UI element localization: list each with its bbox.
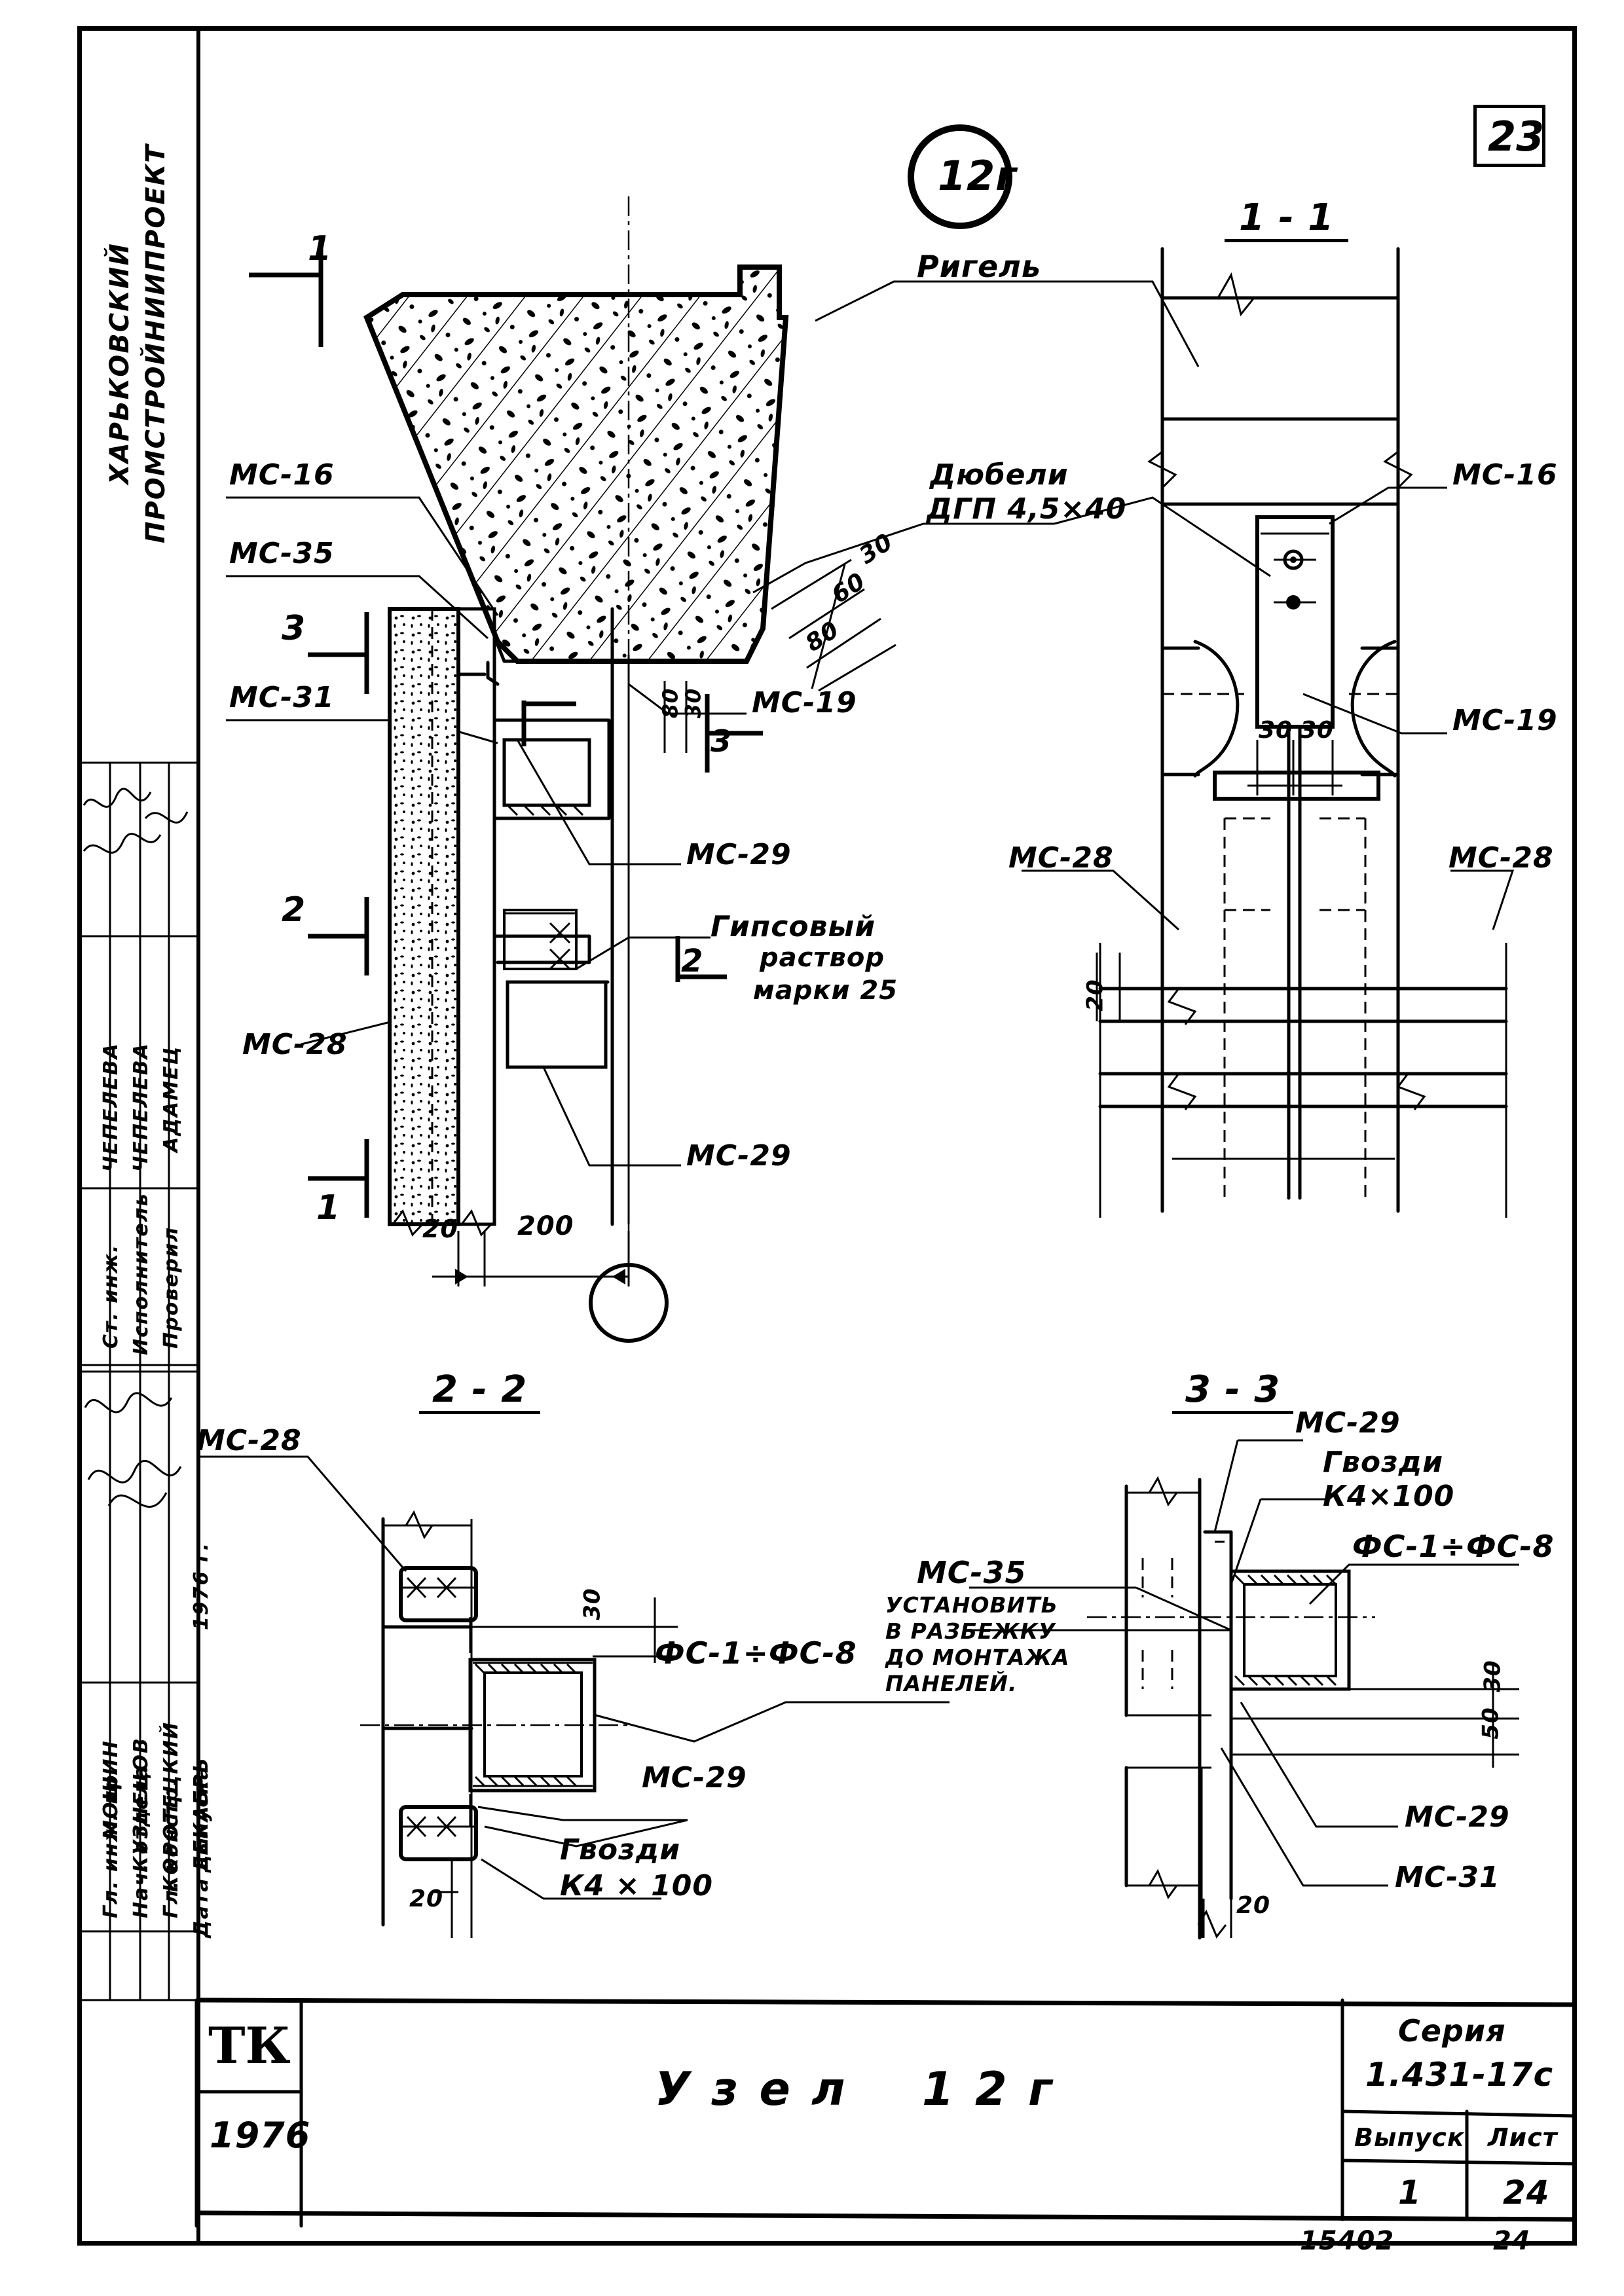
label-gypsum-line3: марки 25 <box>753 975 898 1006</box>
dim-sec33-20: 20 <box>1236 1892 1271 1919</box>
list-label: Лист <box>1488 2123 1558 2152</box>
page-number: 23 <box>1488 113 1545 160</box>
label-gypsum-line2: раствор <box>760 943 885 973</box>
node-tag-circle <box>908 124 1012 229</box>
sheet-frame-left-column-divider <box>196 26 200 2246</box>
label-fs-sec22: ФС-1÷ФС-8 <box>655 1635 857 1671</box>
stamp-code: ТК <box>208 2016 291 2075</box>
series-label: Серия <box>1398 2013 1506 2049</box>
label-ms35-note-line4: ПАНЕЛЕЙ. <box>885 1671 1018 1696</box>
label-ms19-sec11: МС-19 <box>1452 704 1558 737</box>
section-mark-3-right: 3 <box>710 723 733 759</box>
label-ms16-sec11: МС-16 <box>1452 458 1558 492</box>
series-value: 1.431-17с <box>1365 2056 1554 2094</box>
sheet-frame-outer <box>77 26 1577 2246</box>
dim-main-20: 20 <box>422 1214 458 1243</box>
label-ms35-note-line3: ДО МОНТАЖА <box>885 1645 1070 1670</box>
label-dubeli-line2: ДГП 4,5×40 <box>927 492 1127 526</box>
label-gypsum-line1: Гипсовый <box>710 910 876 943</box>
label-ms28-sec22: МС-28 <box>196 1424 302 1457</box>
label-ms29-sec33-top: МС-29 <box>1295 1406 1401 1440</box>
label-gvozdi-sec22-line2: К4 × 100 <box>560 1869 713 1903</box>
section-mark-2-right: 2 <box>681 943 704 979</box>
label-dubeli-line1: Дюбели <box>930 458 1069 492</box>
dim-sec22-20: 20 <box>409 1886 444 1912</box>
section-mark-1-bottom: 1 <box>316 1188 341 1228</box>
label-gvozdi-sec33-line2: К4×100 <box>1323 1480 1455 1513</box>
label-ms35-note-title: МС-35 <box>917 1555 1027 1590</box>
label-rigel: Ригель <box>917 249 1041 284</box>
label-ms19-main: МС-19 <box>752 686 857 720</box>
vypusk-label: Выпуск <box>1354 2123 1465 2152</box>
label-ms31-main: МС-31 <box>229 681 335 714</box>
drawing-title: У з е л 1 2 г <box>655 2062 1055 2116</box>
label-ms31-sec33: МС-31 <box>1395 1861 1500 1894</box>
label-ms28-main: МС-28 <box>242 1028 348 1061</box>
section-2-2-title: 2 - 2 <box>419 1368 541 1414</box>
label-ms29-sec22: МС-29 <box>642 1761 747 1795</box>
label-ms16-main: МС-16 <box>229 458 335 492</box>
section-mark-3-left: 3 <box>282 609 306 648</box>
label-ms29-sec33-bottom: МС-29 <box>1405 1800 1510 1834</box>
label-ms35-note-line1: УСТАНОВИТЬ <box>885 1592 1058 1618</box>
label-ms29-lower: МС-29 <box>686 1139 792 1173</box>
footer-left-code: 15402 <box>1300 2226 1395 2256</box>
dim-sec11-30-left: 30 <box>1259 717 1293 744</box>
label-ms28-sec11-right: МС-28 <box>1449 841 1554 875</box>
label-gvozdi-sec22-line1: Гвозди <box>560 1833 681 1867</box>
label-ms35-main: МС-35 <box>229 537 335 570</box>
list-value: 24 <box>1503 2174 1550 2212</box>
label-ms28-sec11-left: МС-28 <box>1008 841 1114 875</box>
node-tag-label: 12г <box>938 152 1018 200</box>
section-mark-1-top: 1 <box>308 229 333 268</box>
section-mark-2-left: 2 <box>282 890 306 930</box>
footer-right-code: 24 <box>1493 2226 1531 2256</box>
section-3-3-title: 3 - 3 <box>1172 1368 1294 1414</box>
label-gvozdi-sec33-line1: Гвозди <box>1323 1446 1444 1479</box>
stamp-year: 1976 <box>210 2115 311 2156</box>
dim-sec11-30-right: 30 <box>1300 717 1335 744</box>
vypusk-value: 1 <box>1398 2174 1422 2212</box>
label-fs-sec33: ФС-1÷ФС-8 <box>1352 1529 1555 1564</box>
dim-main-200: 200 <box>517 1211 574 1241</box>
section-1-1-title: 1 - 1 <box>1225 196 1349 242</box>
page-number-box <box>1473 105 1545 167</box>
label-ms29-upper: МС-29 <box>686 838 792 871</box>
label-ms35-note-line2: В РАЗБЕЖКУ <box>885 1618 1056 1644</box>
